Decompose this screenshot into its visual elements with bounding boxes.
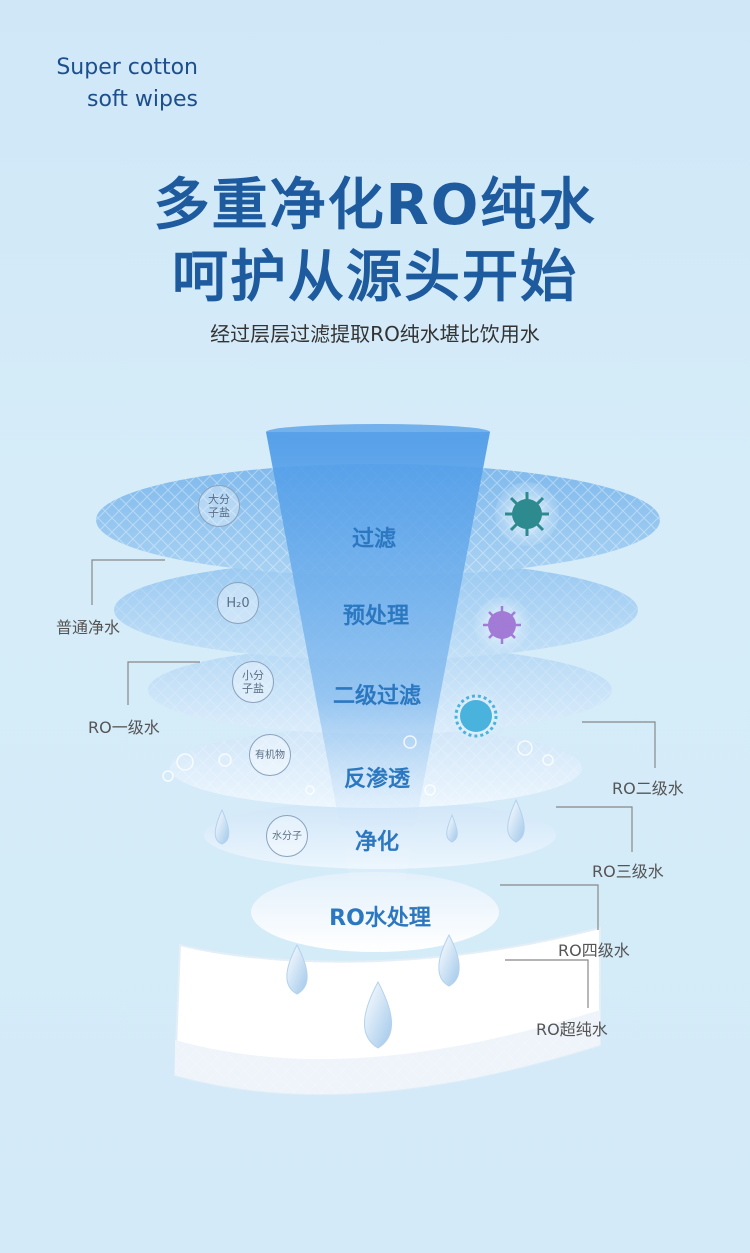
layer-label-reverse-osmosis: 反渗透 [343,767,411,792]
brand-text: Super cotton soft wipes [56,52,198,116]
layer-label-filter: 过滤 [351,527,397,552]
badge-water-molecule: 水分子 [266,815,308,857]
layer-label-secondary-filter: 二级过滤 [332,684,422,709]
brand-line-1: Super cotton [56,55,198,80]
water-funnel [266,432,490,880]
bacteria-icon [474,597,530,653]
virus-icon [495,482,559,546]
callout-ro-level-1: RO一级水 [88,718,160,737]
headline-line-2: 呵护从源头开始 [172,245,578,310]
callout-ordinary-water: 普通净水 [56,618,121,637]
brand-line-2: soft wipes [87,87,198,112]
callout-ro-ultrapure: RO超纯水 [536,1020,608,1039]
layer-disc-ro-treatment [251,872,499,952]
callout-ro-level-2: RO二级水 [612,779,684,798]
callout-ro-level-3: RO三级水 [592,862,664,881]
layer-label-pretreatment: 预处理 [342,604,410,629]
layer-label-ro-treatment: RO水处理 [329,906,431,931]
badge-micro-salt: 小分子盐 [232,661,274,703]
callout-ro-level-4: RO四级水 [558,941,630,960]
layer-label-purify: 净化 [354,830,400,855]
badge-macro-salt: 大分子盐 [198,485,240,527]
bubbles [162,735,554,796]
badge-h2o: H₂0 [217,582,259,624]
headline-line-1: 多重净化RO纯水 [153,173,597,238]
callout-lines [91,559,656,1008]
badge-organic-matter: 有机物 [249,734,291,776]
microorganism-icon [446,686,506,746]
water-drops [214,798,525,1049]
subtitle: 经过层层过滤提取RO纯水堪比饮用水 [210,322,540,346]
